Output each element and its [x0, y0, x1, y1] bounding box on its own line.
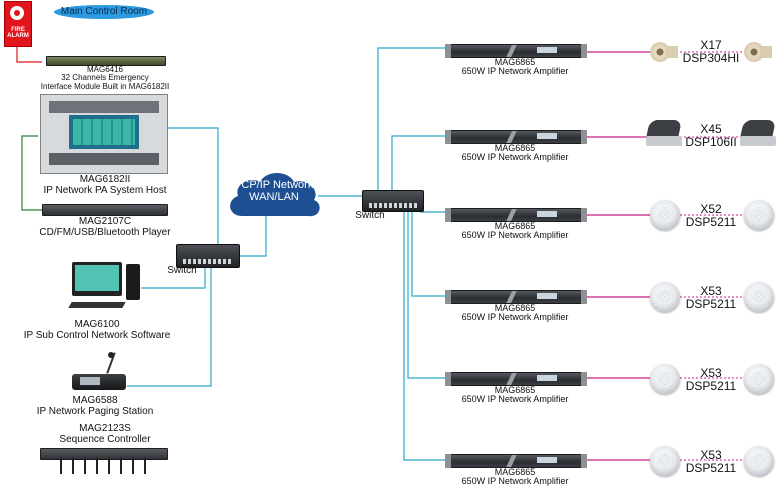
main-control-room-label: Main Control Room [60, 6, 148, 17]
amplifier-mag6865-3 [445, 208, 587, 222]
horn-speaker-icon [650, 40, 678, 64]
amplifier-mag6865-5 [445, 372, 587, 386]
amplifier-mag6865-6 [445, 454, 587, 468]
ceiling-speaker-icon [650, 446, 680, 476]
mag2123s-label: MAG2123S Sequence Controller [59, 423, 151, 445]
ceiling-speaker-icon [744, 200, 774, 230]
wall-speaker-icon [740, 120, 776, 150]
mag2107c-player-device [42, 204, 168, 216]
mag6416-label: MAG6416 32 Channels Emergency Interface … [40, 65, 170, 91]
sequence-outputs-icon [60, 458, 150, 474]
horn-speaker-icon [744, 40, 772, 64]
ceiling-speaker-icon [744, 364, 774, 394]
right-switch-device [362, 190, 424, 212]
ceiling-speaker-icon [650, 200, 680, 230]
wall-speaker-icon [646, 120, 682, 150]
host-screen [69, 115, 139, 149]
mag6588-label: MAG6588 IP Network Paging Station [36, 395, 154, 417]
ceiling-speaker-icon [744, 446, 774, 476]
right-switch-label: Switch [355, 210, 385, 221]
ceiling-speaker-icon [650, 364, 680, 394]
main-control-room-badge [54, 5, 154, 19]
left-switch-label: Switch [167, 265, 197, 276]
left-switch-device [176, 244, 240, 268]
mag6588-paging-station-icon [72, 352, 128, 392]
amplifier-mag6865-2 [445, 130, 587, 144]
network-cloud-icon [230, 173, 320, 217]
mag6182ii-label: MAG6182II IP Network PA System Host [43, 174, 167, 196]
mag6182ii-host-device [40, 94, 168, 174]
amplifier-mag6865-1 [445, 44, 587, 58]
mag6100-computer-icon [68, 262, 144, 316]
amplifier-mag6865-4 [445, 290, 587, 304]
ceiling-speaker-icon [744, 282, 774, 312]
mag6100-label: MAG6100 IP Sub Control Network Software [23, 319, 171, 341]
mag2107c-label: MAG2107C CD/FM/USB/Bluetooth Player [39, 216, 171, 238]
ceiling-speaker-icon [650, 282, 680, 312]
mag6416-device [46, 56, 166, 66]
